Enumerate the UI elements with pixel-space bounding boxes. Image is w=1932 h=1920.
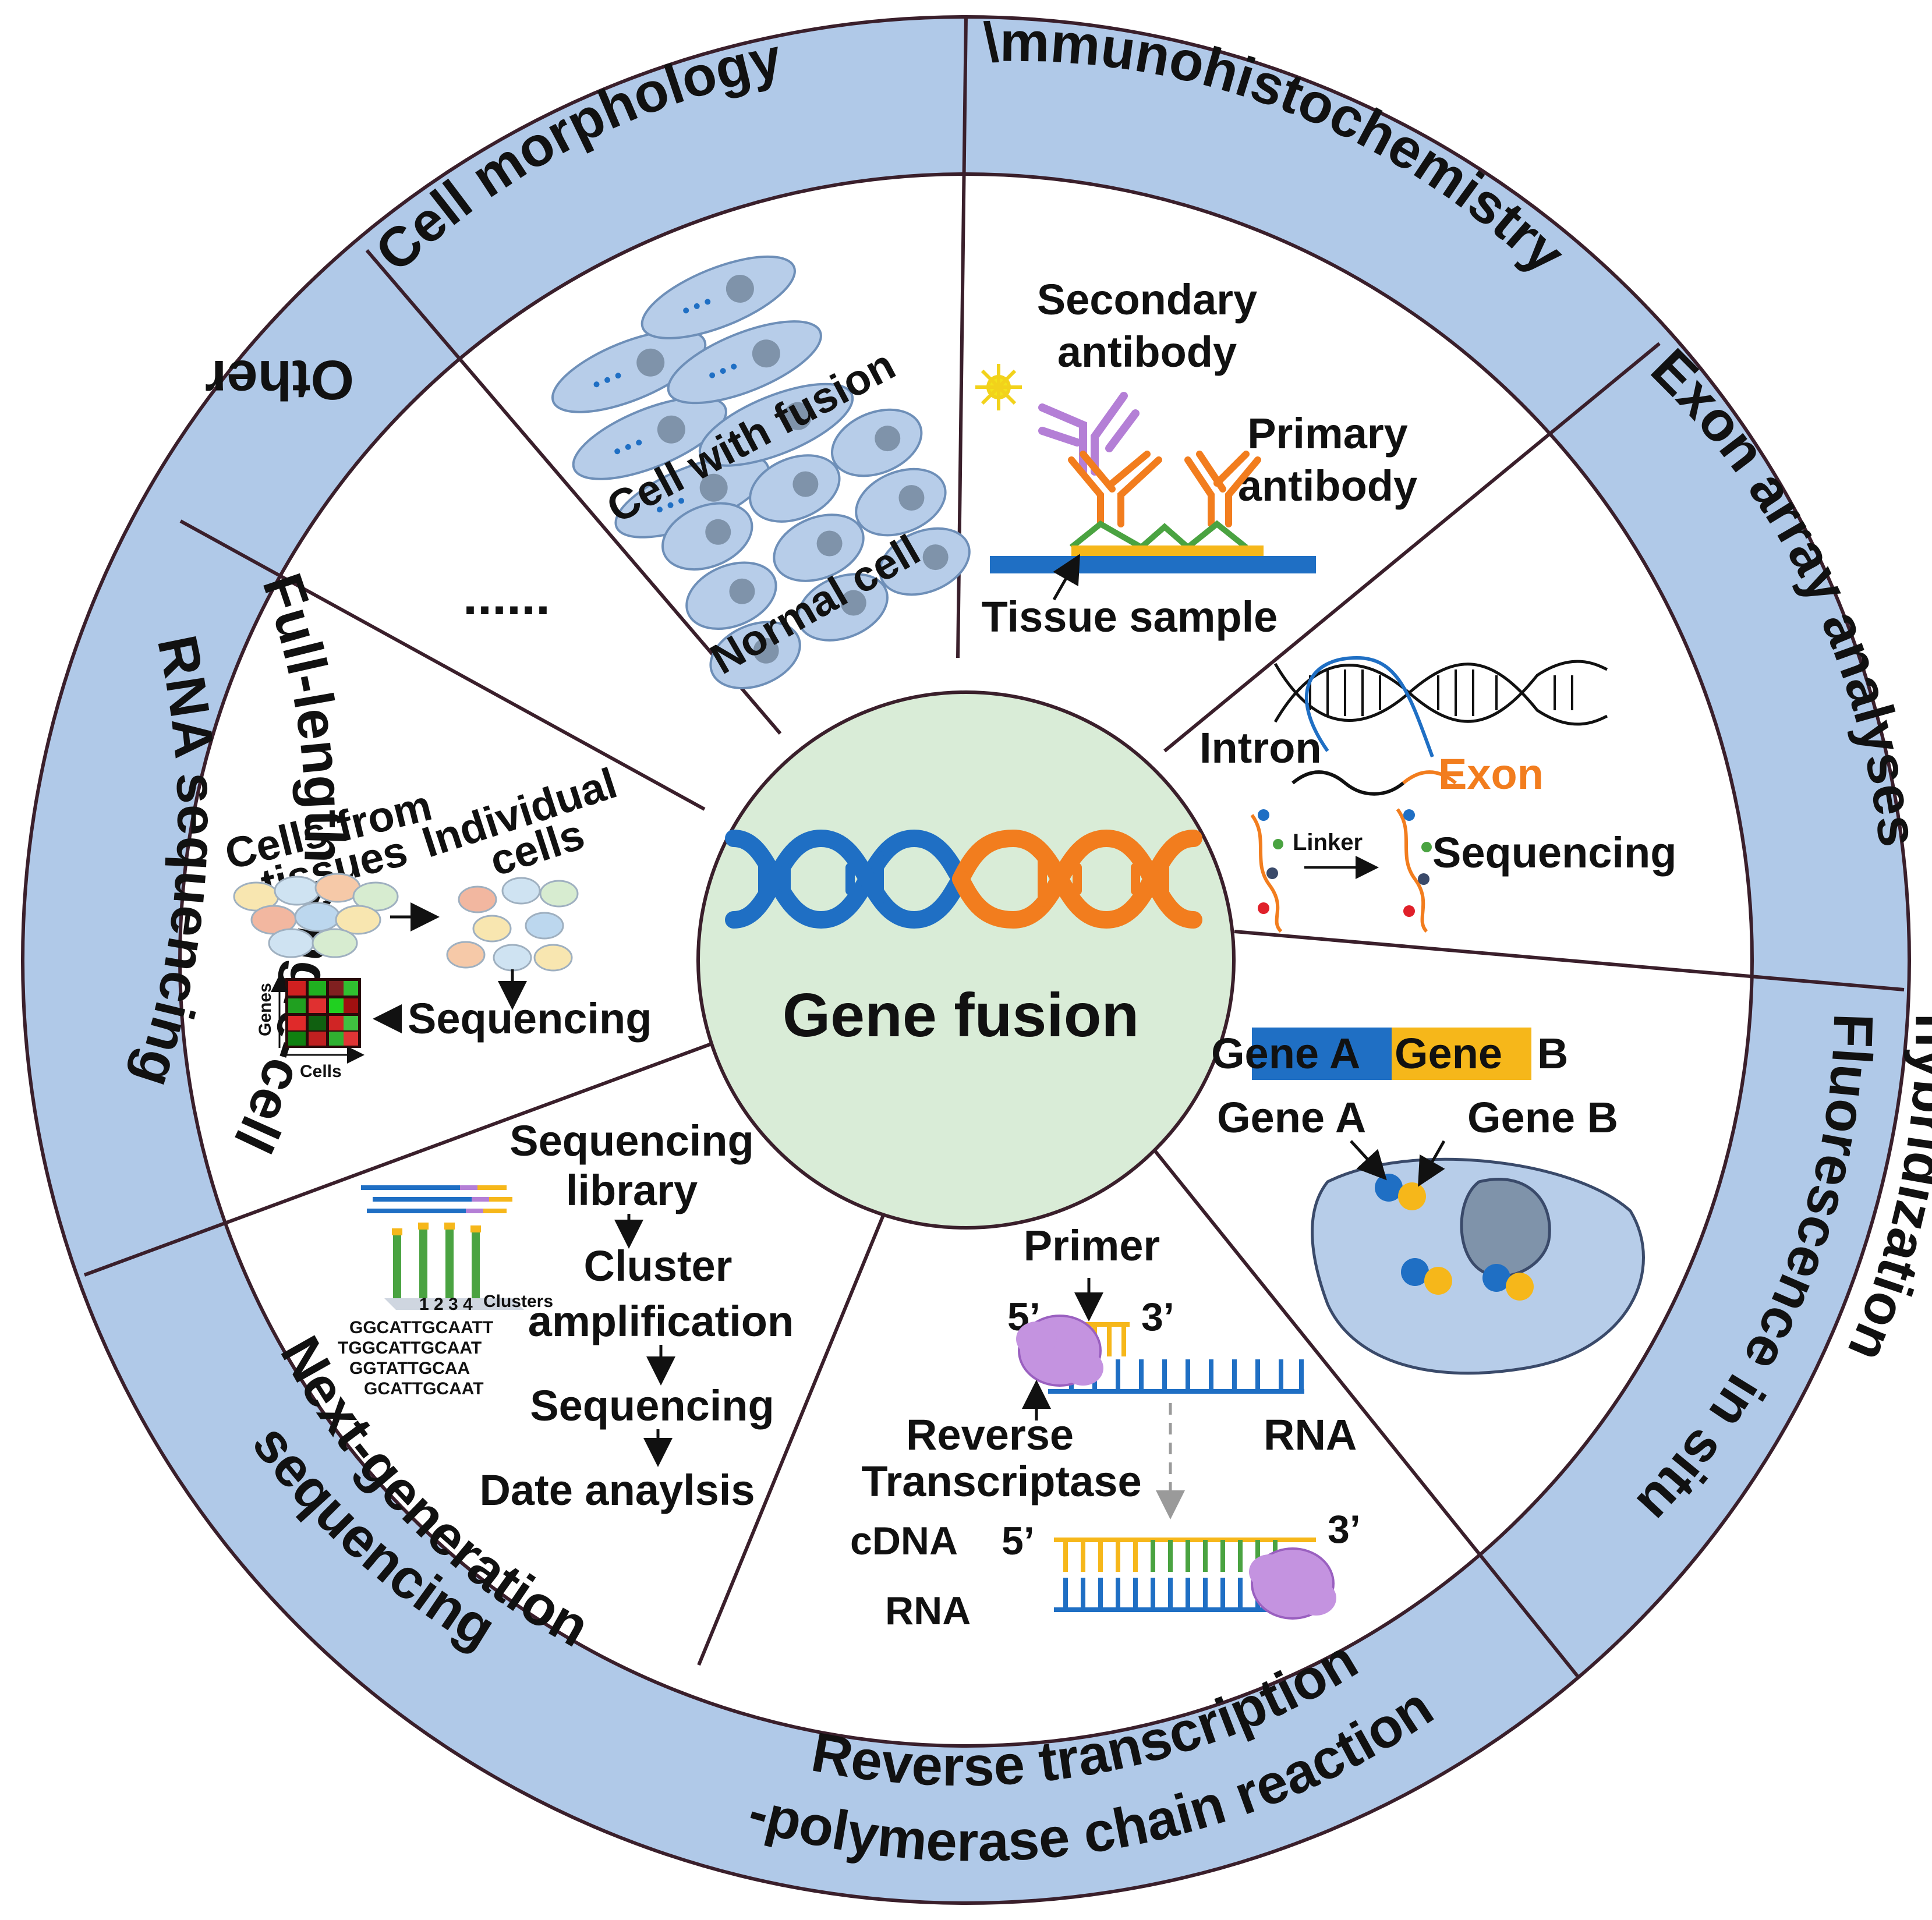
gene-b-arrow	[1418, 1140, 1446, 1187]
sector-rtpcr: Primer 5’ 3’ RNA Reverse Transcriptase	[850, 1221, 1361, 1633]
cdna-5-prime: 5’	[1002, 1519, 1035, 1563]
exon-wave	[1402, 770, 1457, 785]
ngs-step-cluster-1: Cluster	[584, 1242, 733, 1290]
normal-cells	[661, 408, 971, 690]
ngs-read-4: GCATTGCAAT	[364, 1379, 484, 1398]
heatmap-icon	[285, 978, 361, 1048]
rna-template-strand-top	[1048, 1359, 1304, 1394]
antigen-icon	[1069, 520, 1248, 551]
heatmap-cells-label: Cells	[300, 1062, 342, 1081]
sector-dividers	[83, 16, 1905, 1678]
sector-immunohistochemistry: Secondary antibody Primary antibody	[975, 275, 1417, 641]
sector-exon-array: Intron Exon Linker Sequencing	[1199, 656, 1676, 933]
heatmap-genes-label: Genes	[256, 983, 275, 1036]
rna-loop-icon	[1304, 656, 1434, 758]
cluster-numbers: 1 2 3 4	[419, 1295, 473, 1314]
dna-helix-icon	[725, 829, 1202, 929]
primary-antibody-label-2: antibody	[1238, 462, 1417, 510]
linker-fragment-right	[1396, 808, 1432, 933]
linker-fragment-left	[1250, 809, 1283, 933]
reverse-transcriptase-label-1: Reverse	[906, 1411, 1074, 1459]
tissue-cells-icon	[233, 873, 399, 958]
ngs-step-library-2: library	[566, 1166, 698, 1214]
gene-a-arrow	[1350, 1140, 1387, 1181]
ngs-read-3: GGTATTGCAA	[349, 1359, 470, 1378]
cluster-bars-icon	[384, 1223, 524, 1310]
fusion-cells	[551, 255, 854, 539]
star-icon	[975, 364, 1022, 410]
secondary-antibody-label-2: antibody	[1057, 328, 1237, 376]
tissue-yellow-layer	[1071, 545, 1264, 557]
secondary-antibody-label-1: Secondary	[1037, 275, 1257, 324]
primary-antibody-label-1: Primary	[1247, 409, 1408, 458]
center-hub: Gene fusion	[696, 690, 1236, 1230]
ngs-step-analysis: Date anaylsis	[479, 1466, 755, 1514]
gene-a-bar	[1252, 1028, 1392, 1080]
cdna-label: cDNA	[850, 1519, 958, 1563]
sector-ngs: 1 2 3 4 Clusters GGCATTGCAATT TGGCATTGCA…	[338, 1117, 794, 1514]
individual-cells-icon	[446, 877, 579, 972]
other-ellipsis: ......	[463, 568, 550, 626]
ngs-step-sequencing: Sequencing	[530, 1381, 774, 1430]
ngs-step-library-1: Sequencing	[509, 1117, 753, 1165]
cdna-3-prime: 3’	[1328, 1507, 1361, 1551]
bar-gene-b-label-1: Gene	[1395, 1029, 1502, 1078]
ngs-step-cluster-2: amplification	[528, 1297, 794, 1345]
gene-b-label: Gene B	[1467, 1093, 1618, 1142]
primer-label: Primer	[1024, 1221, 1160, 1270]
sector-fish: Gene A Gene B Gene A Gene B	[1211, 1028, 1645, 1375]
reverse-transcriptase-icon	[1016, 1315, 1103, 1387]
tissue-arrow	[1052, 554, 1080, 601]
clusters-label: Clusters	[483, 1292, 553, 1311]
intron-exon-wave	[1291, 770, 1404, 796]
center-title: Gene fusion	[783, 981, 1140, 1050]
rna-label-2: RNA	[885, 1589, 971, 1633]
center-circle	[696, 690, 1236, 1230]
ngs-read-2: TGGCATTGCAAT	[338, 1338, 482, 1358]
fish-nucleus	[1460, 1178, 1551, 1278]
ngs-read-1: GGCATTGCAATT	[349, 1318, 493, 1337]
tissue-sample-label: Tissue sample	[982, 593, 1278, 641]
tissue-slide	[990, 556, 1316, 573]
sequencing-library-icon	[361, 1185, 512, 1213]
linker-label: Linker	[1293, 830, 1363, 855]
bar-gene-a-label: Gene A	[1211, 1029, 1360, 1078]
rna-label: RNA	[1264, 1411, 1357, 1459]
exon-label: Exon	[1438, 750, 1544, 798]
reverse-transcriptase-label-2: Transcriptase	[861, 1457, 1141, 1505]
reverse-transcriptase-icon-2	[1249, 1547, 1336, 1620]
scrna-sequencing-label: Sequencing	[408, 994, 652, 1043]
intron-label: Intron	[1199, 724, 1322, 772]
exon-sequencing-label: Sequencing	[1432, 828, 1676, 877]
dna-strand-icon	[1273, 660, 1608, 726]
primer-3-prime: 3’	[1141, 1295, 1174, 1339]
bar-gene-b-label-2: B	[1537, 1029, 1568, 1078]
ring-label-other: Other	[205, 349, 354, 411]
gene-b-bar	[1392, 1028, 1531, 1080]
gene-a-label: Gene A	[1217, 1093, 1366, 1142]
fusion-signals	[1375, 1174, 1534, 1301]
primary-antibody-icon	[1068, 451, 1261, 527]
